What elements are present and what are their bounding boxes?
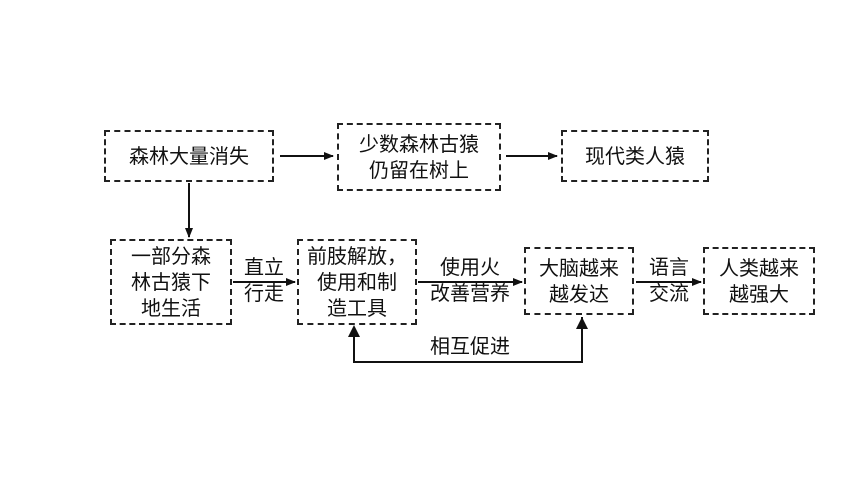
node-some-apes-ground-text: 一部分森 林古猿下 地生活 bbox=[131, 244, 211, 320]
node-few-apes-stay-text: 少数森林古猿 仍留在树上 bbox=[359, 132, 479, 182]
label-fire-nutrition: 使用火 改善营养 bbox=[430, 255, 510, 305]
loop-arrowhead-right bbox=[576, 317, 588, 329]
node-modern-apes: 现代类人猿 bbox=[561, 130, 709, 182]
label-mutual-promotion: 相互促进 bbox=[430, 334, 510, 358]
node-few-apes-stay: 少数森林古猿 仍留在树上 bbox=[337, 123, 501, 191]
node-forest-loss: 森林大量消失 bbox=[104, 130, 274, 182]
node-some-apes-ground: 一部分森 林古猿下 地生活 bbox=[110, 239, 232, 325]
node-forelimbs-free-text: 前肢解放， 使用和制 造工具 bbox=[307, 244, 407, 320]
label-language: 语言 交流 bbox=[649, 255, 689, 305]
node-forelimbs-free: 前肢解放， 使用和制 造工具 bbox=[297, 239, 417, 325]
node-brain-develops: 大脑越来 越发达 bbox=[524, 247, 634, 315]
node-humans-stronger-text: 人类越来 越强大 bbox=[719, 256, 799, 306]
node-brain-develops-text: 大脑越来 越发达 bbox=[539, 256, 619, 306]
label-upright-walk: 直立 行走 bbox=[244, 255, 284, 305]
mutual-promotion-loop bbox=[353, 317, 583, 363]
node-humans-stronger: 人类越来 越强大 bbox=[703, 247, 815, 315]
loop-arrowhead-left bbox=[348, 325, 360, 337]
